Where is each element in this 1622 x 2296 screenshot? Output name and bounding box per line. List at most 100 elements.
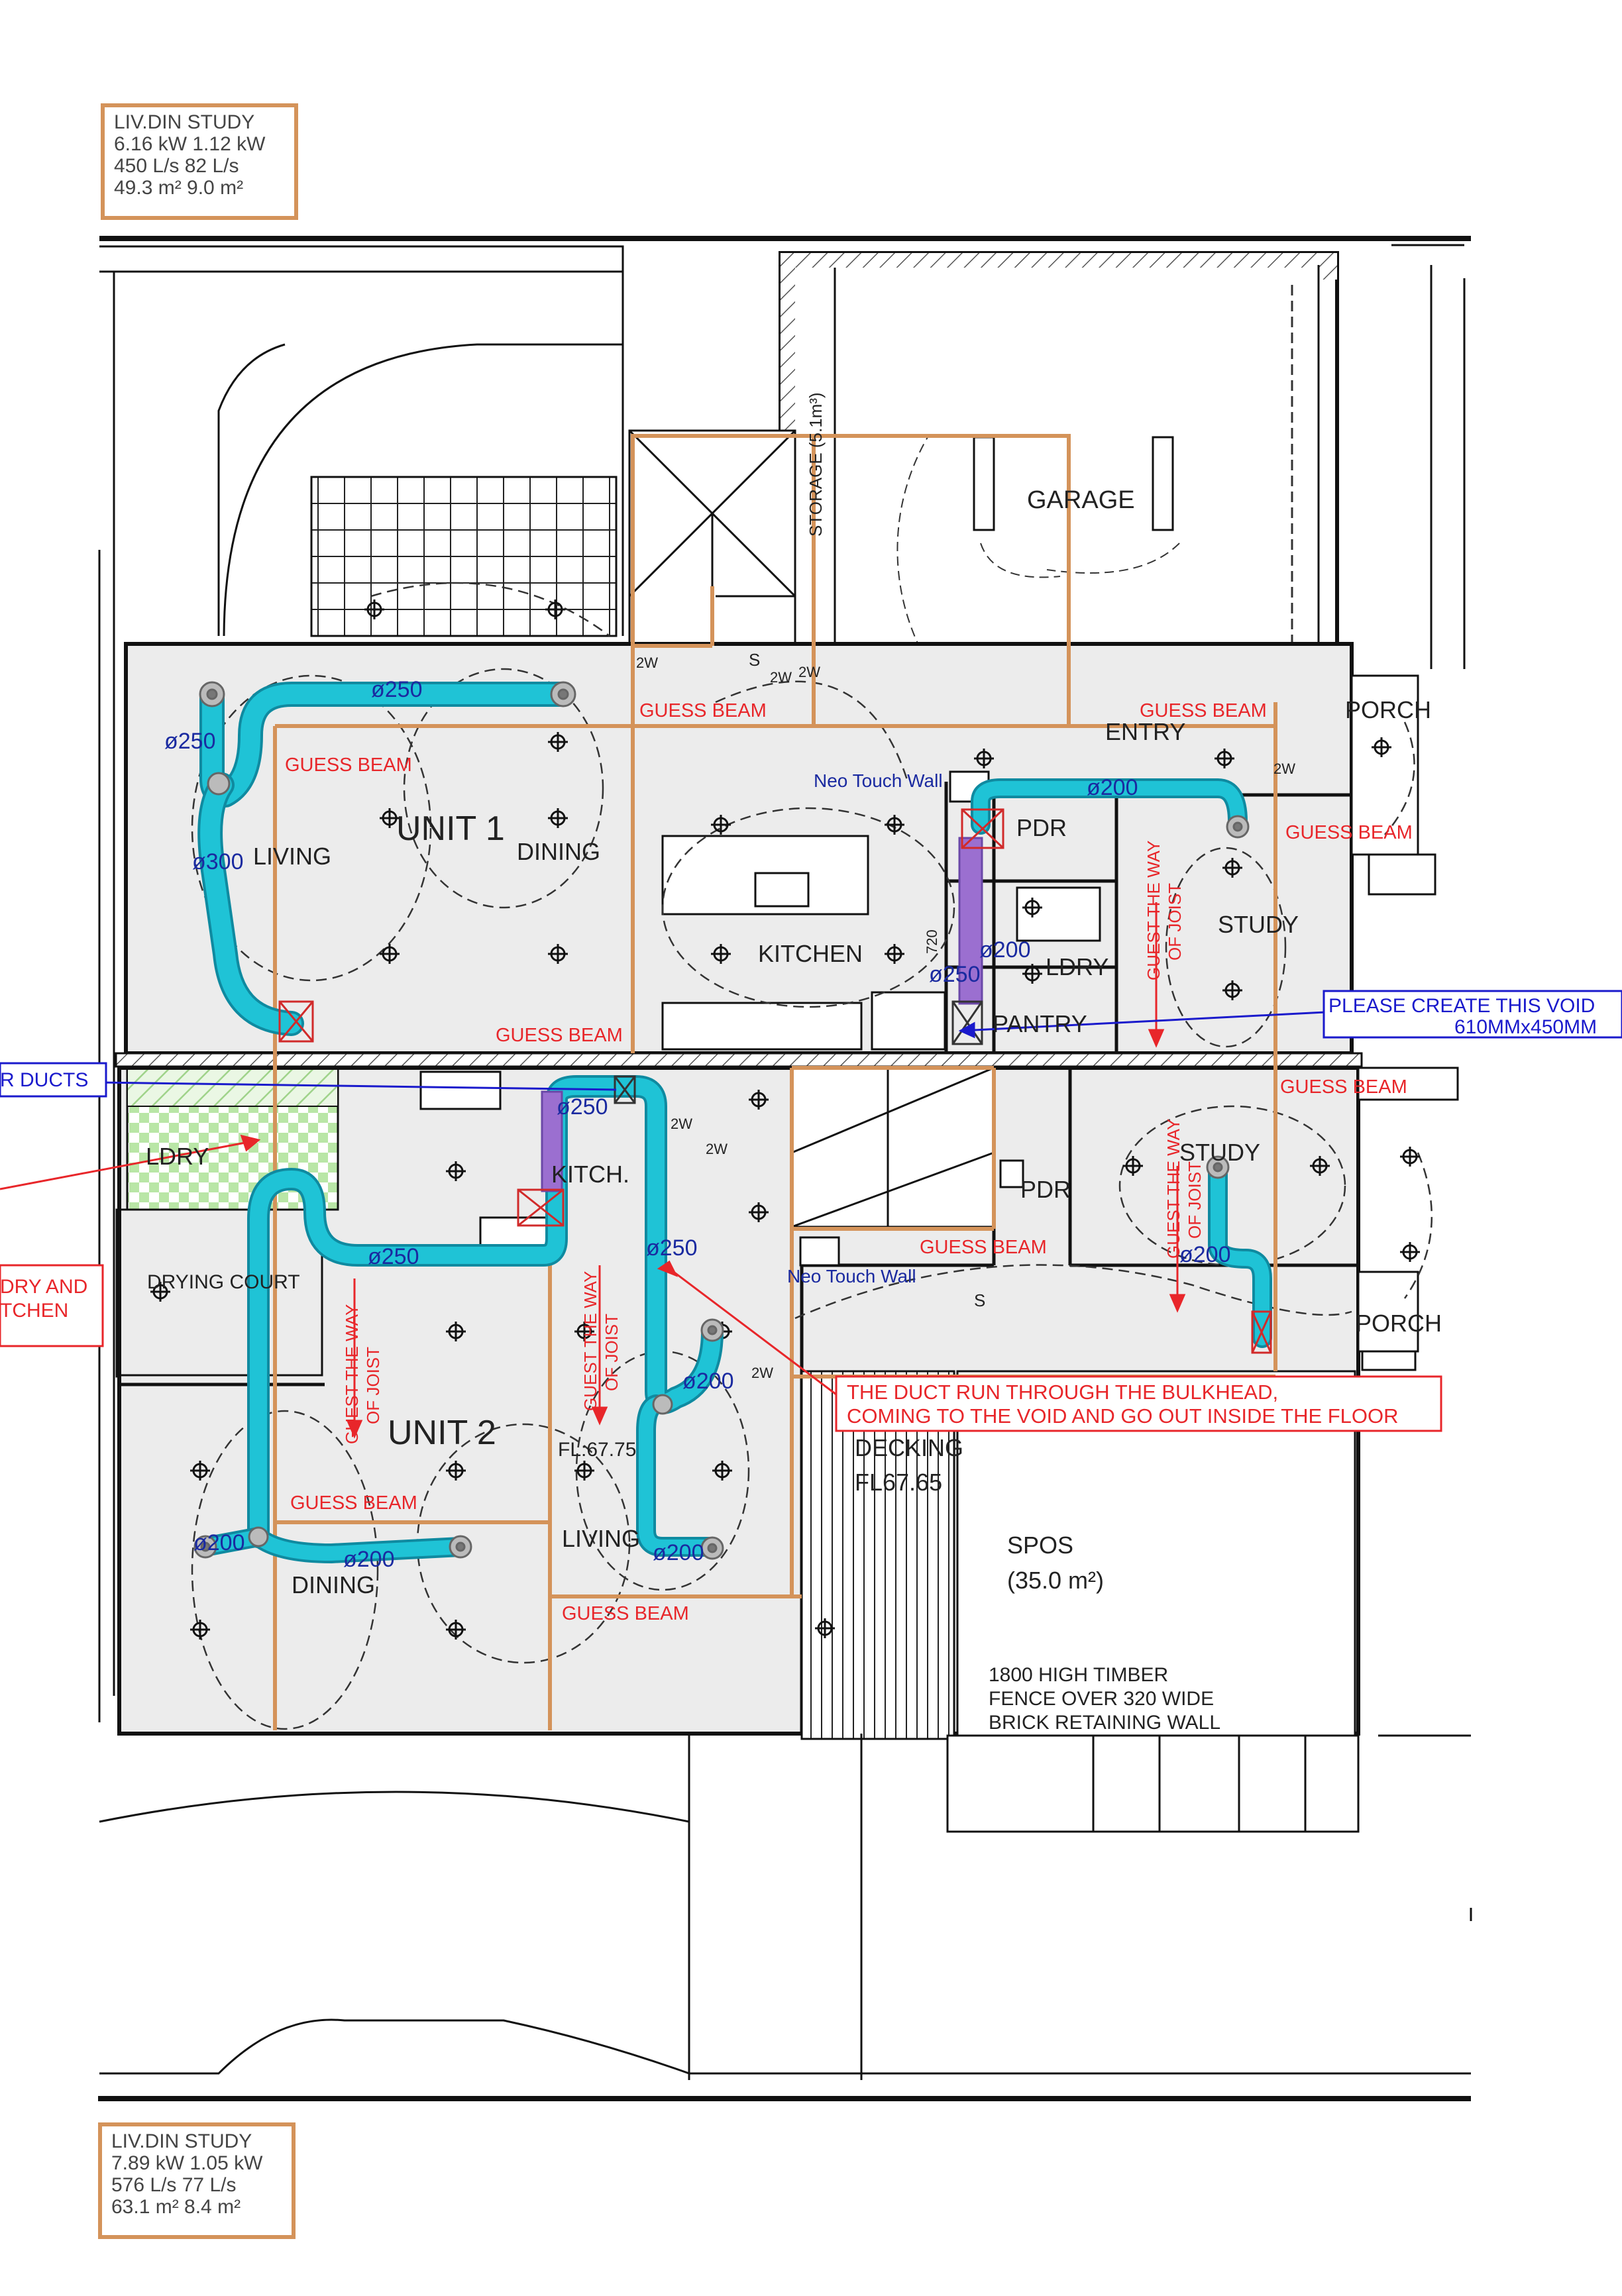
duct-label-u2-dining-left: ø200	[193, 1530, 245, 1555]
label-fence-3: BRICK RETAINING WALL	[989, 1712, 1220, 1734]
duct-label-u1-left: ø250	[164, 729, 216, 754]
beam-label-9: GUESS BEAM	[562, 1603, 689, 1624]
light-fixtures	[150, 600, 1420, 1640]
laundry-note-box	[0, 1264, 104, 1347]
label-fence-1: 1800 HIGH TIMBER	[989, 1664, 1168, 1686]
neo-touch-u2: Neo Touch Wall	[787, 1266, 916, 1286]
beam-label-4: GUESS BEAM	[1285, 822, 1413, 843]
duct-label-u2-study: ø200	[1179, 1242, 1231, 1267]
label-porch-top: PORCH	[1345, 696, 1431, 723]
label-spos-area: (35.0 m²)	[1007, 1567, 1104, 1594]
party-wall	[115, 1052, 1363, 1068]
unit2-summary-header: LIV.DIN STUDY	[111, 2130, 252, 2152]
label-pdr-u1: PDR	[1016, 814, 1067, 841]
label-storage: STORAGE (5.1m³)	[806, 392, 826, 537]
label-pantry-u1: PANTRY	[993, 1010, 1087, 1037]
unit2-summary-kw: 7.89 kW 1.05 kW	[111, 2152, 263, 2174]
fence	[946, 1734, 1360, 1833]
label-fl-u2: FL:67.75	[558, 1439, 636, 1461]
label-2w-c: 2W	[798, 664, 820, 680]
label-living-u2: LIVING	[562, 1525, 640, 1552]
unit2-summary-box: LIV.DIN STUDY 7.89 kW 1.05 kW 576 L/s 77…	[98, 2122, 296, 2239]
duct-label-u2-right: ø250	[646, 1235, 698, 1261]
void-note-line-2: 610MMx450MM	[1454, 1016, 1597, 1038]
unit1-summary-header: LIV.DIN STUDY	[114, 111, 255, 133]
svg-text:OF JOIST: OF JOIST	[1165, 883, 1185, 961]
svg-text:GUEST THE WAY: GUEST THE WAY	[580, 1271, 600, 1411]
label-porch-bottom: PORCH	[1356, 1310, 1442, 1337]
annotation-arrows	[0, 902, 1186, 1439]
duct-label-u2-living: ø200	[653, 1540, 704, 1565]
label-2w-b: 2W	[770, 669, 792, 686]
label-living-u1: LIVING	[253, 843, 331, 870]
beam-label-2: GUESS BEAM	[285, 755, 412, 776]
purple-duct-u1	[958, 837, 983, 1005]
beam-label-8: GUESS BEAM	[290, 1492, 417, 1514]
svg-text:GUEST THE WAY: GUEST THE WAY	[1163, 1119, 1183, 1259]
label-spos: SPOS	[1007, 1532, 1073, 1559]
svg-text:GUEST THE WAY: GUEST THE WAY	[1144, 841, 1163, 980]
decking-slats	[800, 1370, 955, 1740]
unit2-summary-flow: 576 L/s 77 L/s	[111, 2174, 237, 2196]
purple-duct-u2	[541, 1090, 563, 1192]
label-2w-a: 2W	[636, 654, 658, 671]
label-decking: DECKING	[855, 1434, 963, 1461]
joist-note-u2-living: GUEST THE WAY OF JOIST	[342, 1304, 383, 1444]
label-2w-f: 2W	[706, 1141, 728, 1157]
label-2w-e: 2W	[671, 1116, 692, 1132]
label-unit1: UNIT 1	[396, 809, 505, 848]
kitchen-island-u1	[661, 770, 1101, 1051]
label-kitchen-u1: KITCHEN	[758, 940, 863, 967]
porch-top	[1350, 674, 1436, 896]
duct-label-u1-top: ø250	[371, 677, 423, 702]
void-note-line-1: PLEASE CREATE THIS VOID	[1328, 995, 1595, 1017]
blue-arrows	[99, 1011, 1326, 1091]
site-lines	[98, 244, 1472, 2080]
label-2w-g: 2W	[751, 1365, 773, 1381]
svg-text:GUEST THE WAY: GUEST THE WAY	[342, 1304, 362, 1444]
duct-label-u1-study: ø200	[1087, 775, 1138, 800]
ducts-unit2	[195, 1075, 1272, 1563]
ducts-cut-note-box	[0, 1062, 107, 1098]
label-ldry-u1: LDRY	[1046, 953, 1108, 980]
duct-label-u1-main: ø300	[192, 849, 244, 874]
svg-text:OF JOIST: OF JOIST	[602, 1314, 622, 1391]
beam-label-3: GUESS BEAM	[1140, 700, 1267, 721]
porch-bottom	[1357, 1271, 1419, 1371]
label-decking-fl: FL67.65	[855, 1469, 942, 1496]
label-dim-720: 720	[924, 929, 940, 954]
duct-outlets	[193, 681, 1250, 1560]
label-entry: ENTRY	[1105, 718, 1185, 745]
label-drying-court: DRYING COURT	[147, 1271, 300, 1293]
stair-u2	[790, 1067, 995, 1228]
label-fence-2: FENCE OVER 320 WIDE	[989, 1688, 1214, 1710]
garage-block	[779, 251, 1339, 679]
duct-label-u2-kitch: ø250	[368, 1244, 419, 1269]
unit2-summary-area: 63.1 m² 8.4 m²	[111, 2196, 241, 2218]
duct-label-u2-dining-right: ø200	[343, 1547, 395, 1572]
joist-note-u1-study: GUEST THE WAY OF JOIST	[1144, 841, 1185, 980]
void-note-box	[1323, 990, 1622, 1039]
duct-note-line-1: THE DUCT RUN THROUGH THE BULKHEAD,	[847, 1381, 1278, 1404]
label-ldry-u2: LDRY	[146, 1143, 209, 1170]
laundry-bench-u2	[127, 1069, 339, 1107]
svg-text:OF JOIST: OF JOIST	[1185, 1161, 1205, 1239]
joist-note-u2-kitchen: GUEST THE WAY OF JOIST	[580, 1271, 622, 1411]
laundry-note-line-1: DRY AND	[0, 1276, 87, 1298]
label-unit2: UNIT 2	[388, 1414, 496, 1452]
label-dining-u2: DINING	[292, 1571, 375, 1598]
label-study-u2: STUDY	[1179, 1139, 1260, 1166]
unit1-summary-area: 49.3 m² 9.0 m²	[114, 177, 244, 199]
void-boxes	[278, 808, 1272, 1354]
label-2w-d: 2W	[1273, 760, 1295, 777]
label-dining-u1: DINING	[517, 838, 600, 865]
label-study-u1: STUDY	[1218, 911, 1299, 938]
joist-note-u2-study: GUEST THE WAY OF JOIST	[1163, 1119, 1205, 1259]
unit1-summary-box: LIV.DIN STUDY 6.16 kW 1.12 kW 450 L/s 82…	[101, 103, 298, 220]
neo-touch-u1: Neo Touch Wall	[814, 770, 943, 791]
svg-text:OF JOIST: OF JOIST	[363, 1347, 383, 1424]
tile-grid-top	[310, 476, 618, 637]
duct-label-u1-vert: ø250	[929, 962, 981, 987]
label-garage: GARAGE	[1027, 486, 1135, 514]
